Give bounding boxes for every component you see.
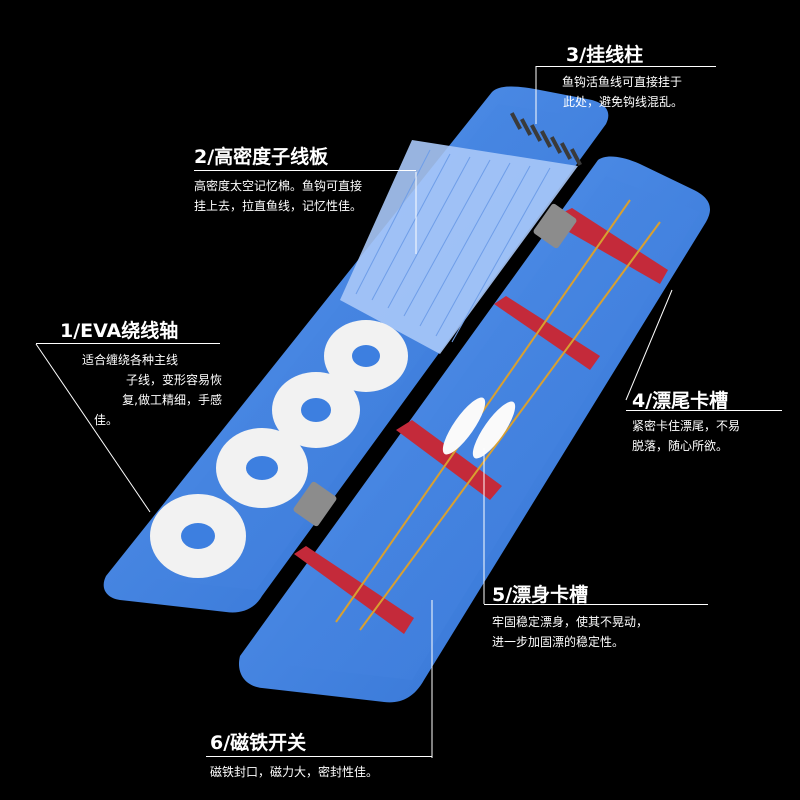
desc-line: 此处，避免钩线混乱。 — [563, 95, 684, 109]
fishing-floats — [335, 199, 661, 631]
annotation-title: 6/磁铁开关 — [210, 732, 307, 754]
desc-line: 磁铁封口，磁力大，密封性佳。 — [210, 765, 379, 779]
annotation-desc: 磁铁封口，磁力大，密封性佳。 — [210, 762, 430, 782]
annotation-rule — [536, 66, 716, 67]
desc-line: 佳。 — [94, 413, 119, 427]
desc-line: 牢固稳定漂身，使其不晃动， — [492, 615, 649, 629]
right-tray — [238, 156, 710, 703]
leader-lines — [35, 66, 673, 758]
line-board — [340, 140, 578, 354]
annotation-rule — [194, 170, 416, 171]
annotation-hook-post: 3/挂线柱 — [566, 40, 643, 67]
annotation-title: 3/挂线柱 — [566, 44, 644, 66]
annotation-desc: 紧密卡住漂尾，不易 脱落，随心所欲。 — [632, 416, 782, 456]
magnet-latches — [293, 203, 577, 527]
annotation-rule — [36, 343, 220, 344]
annotation-desc: 高密度太空记忆棉。鱼钩可直接 挂上去，拉直鱼线，记忆性佳。 — [194, 176, 414, 216]
annotation-rule — [626, 410, 782, 411]
annotation-title: 4/漂尾卡槽 — [632, 390, 729, 412]
annotation-desc: 适合缠绕各种主线 子线，变形容易恢 复,做工精细，手感 佳。 — [82, 350, 222, 430]
desc-line: 子线，变形容易恢 — [125, 373, 222, 387]
desc-line: 复,做工精细，手感 — [122, 393, 222, 407]
desc-line: 紧密卡住漂尾，不易 — [632, 419, 741, 433]
annotation-magnet: 6/磁铁开关 — [210, 728, 306, 755]
eva-spools — [150, 320, 408, 578]
annotation-body-slot: 5/漂身卡槽 — [492, 580, 588, 607]
hook-post-comb — [510, 112, 582, 166]
annotation-title: 5/漂身卡槽 — [492, 584, 589, 606]
annotation-title: 2/高密度子线板 — [194, 146, 329, 168]
annotation-desc: 鱼钩活鱼线可直接挂于 此处，避免钩线混乱。 — [562, 72, 762, 112]
desc-line: 挂上去，拉直鱼线，记忆性佳。 — [194, 199, 363, 213]
annotation-tail-slot: 4/漂尾卡槽 — [632, 386, 728, 413]
desc-line: 进一步加固漂的稳定性。 — [492, 635, 625, 649]
tail-slot-racks — [494, 208, 668, 370]
annotation-rule — [484, 604, 708, 605]
desc-line: 鱼钩活鱼线可直接挂于 — [562, 75, 683, 89]
desc-line: 适合缠绕各种主线 — [82, 353, 179, 367]
desc-line: 脱落，随心所欲。 — [632, 439, 729, 453]
annotation-eva-spool: 1/EVA绕线轴 — [60, 316, 178, 343]
annotation-rule — [206, 756, 432, 757]
annotation-title: 1/EVA绕线轴 — [60, 320, 179, 342]
annotation-desc: 牢固稳定漂身，使其不晃动， 进一步加固漂的稳定性。 — [492, 612, 702, 652]
desc-line: 高密度太空记忆棉。鱼钩可直接 — [194, 179, 363, 193]
annotation-line-board: 2/高密度子线板 — [194, 142, 328, 169]
